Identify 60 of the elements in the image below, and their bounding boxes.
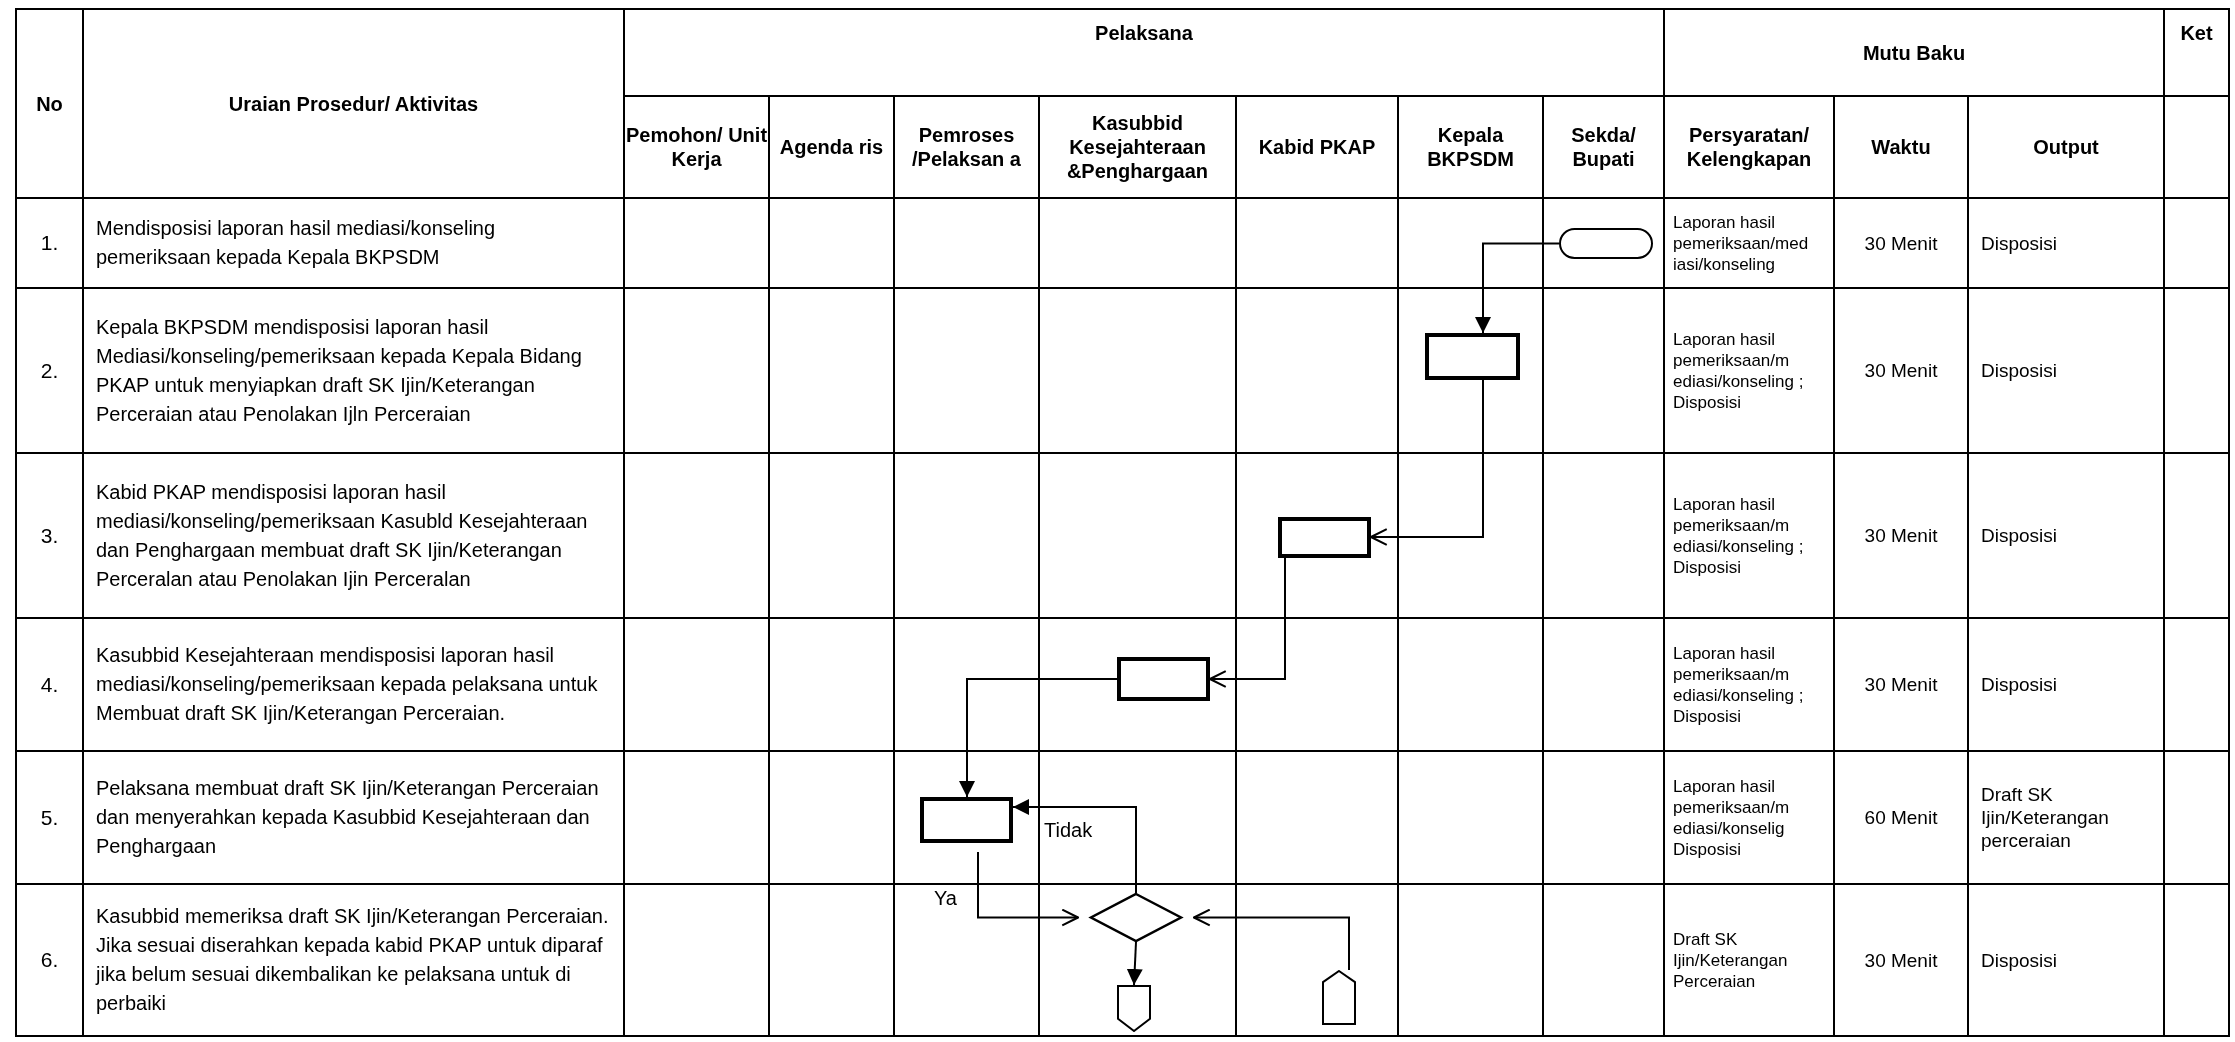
column-header: No xyxy=(36,91,63,116)
step-description: Kabid PKAP mendisposisi laporan hasil mediasi/konseling/pemeriksaan Kasubld Kesejahteraan dan Penghargaan membuat draft SK Ijin/Keterangan Perceralan atau Penolakan Ijin Perceralan xyxy=(96,479,589,592)
column-header: Pemroses /Pelaksan a xyxy=(911,123,1022,171)
step-number: 2. xyxy=(40,357,59,384)
terminator-shape xyxy=(1559,228,1653,259)
column-header: Output xyxy=(2033,135,2099,159)
duration-text: 30 Menit xyxy=(1864,673,1938,696)
column-header: Sekda/ Bupati xyxy=(1570,123,1637,171)
duration-text: 30 Menit xyxy=(1864,359,1938,382)
requirement-text: Laporan hasil pemeriksaan/m ediasi/konseling ; Disposisi xyxy=(1673,493,1805,578)
arrow xyxy=(959,678,1118,798)
step-number: 3. xyxy=(40,522,59,549)
offpage-connector xyxy=(1322,970,1356,1025)
requirement-text: Laporan hasil pemeriksaan/m ediasi/konselig Disposisi xyxy=(1673,775,1791,860)
duration-text: 30 Menit xyxy=(1864,231,1938,255)
duration-text: 60 Menit xyxy=(1864,806,1938,829)
column-header: Mutu Baku xyxy=(1862,40,1966,65)
decision-diamond xyxy=(1090,893,1182,942)
column-header: Pemohon/ Unit Kerja xyxy=(625,123,768,171)
arrow xyxy=(977,851,1079,927)
output-text: Disposisi xyxy=(1981,673,2058,696)
column-header: Pelaksana xyxy=(1095,21,1193,46)
output-text: Draft SK Ijin/Keterangan perceraian xyxy=(1981,783,2110,852)
column-header: Kepala BKPSDM xyxy=(1426,123,1515,171)
output-text: Disposisi xyxy=(1981,524,2058,547)
step-description: Mendisposisi laporan hasil mediasi/konseling pemeriksaan kepada Kepala BKPSDM xyxy=(96,216,497,270)
requirement-text: Laporan hasil pemeriksaan/med iasi/konseling xyxy=(1673,211,1810,275)
arrow xyxy=(1209,557,1286,688)
arrow xyxy=(1193,908,1350,971)
column-header: Agenda ris xyxy=(779,135,884,159)
arrow xyxy=(1475,242,1560,334)
duration-text: 30 Menit xyxy=(1864,524,1938,547)
arrow xyxy=(1012,799,1137,894)
step-number: 4. xyxy=(40,671,59,698)
column-header: Kasubbid Kesejahteraan &Penghargaan xyxy=(1065,111,1210,183)
output-text: Disposisi xyxy=(1981,948,2058,972)
column-header: Kabid PKAP xyxy=(1258,135,1376,159)
column-header: Uraian Prosedur/ Aktivitas xyxy=(228,91,479,116)
step-number: 6. xyxy=(40,947,59,974)
arrow xyxy=(1370,379,1484,546)
step-description: Kasubbid Kesejahteraan mendisposisi laporan hasil mediasi/konseling/pemeriksaan kepada pelaksana untuk Membuat draft SK Ijin/Keterangan Perceraian. xyxy=(96,643,599,726)
output-text: Disposisi xyxy=(1981,359,2058,382)
output-text: Disposisi xyxy=(1981,231,2058,255)
column-header: Waktu xyxy=(1871,135,1931,159)
process-box xyxy=(1278,517,1371,558)
step-number: 1. xyxy=(40,230,59,257)
requirement-text: Draft SK Ijin/Keterangan Perceraian xyxy=(1673,928,1789,992)
step-description: Kepala BKPSDM mendisposisi laporan hasil Mediasi/konseling/pemeriksaan kepada Kepala Bidang PKAP untuk menyiapkan draft SK Ijin/Keterangan Perceraian atau Penolakan Ijln Perceraian xyxy=(96,314,583,427)
arrow xyxy=(1126,941,1143,986)
process-box xyxy=(1117,657,1210,701)
process-box xyxy=(920,797,1013,843)
step-description: Pelaksana membuat draft SK Ijin/Keterangan Perceraian dan menyerahkan kepada Kasubbid Kesejahteraan dan Penghargaan xyxy=(96,776,600,859)
process-box xyxy=(1425,333,1520,380)
requirement-text: Laporan hasil pemeriksaan/m ediasi/konseling ; Disposisi xyxy=(1673,328,1805,413)
duration-text: 30 Menit xyxy=(1864,948,1938,972)
column-header: Ket xyxy=(2180,21,2213,46)
step-description: Kasubbid memeriksa draft SK Ijin/Keterangan Perceraian. Jika sesuai diserahkan kepada kabid PKAP untuk diparaf jika belum sesuai dikembalikan ke pelaksana untuk di perbaiki xyxy=(96,904,610,1016)
step-number: 5. xyxy=(40,804,59,831)
requirement-text: Laporan hasil pemeriksaan/m ediasi/konseling ; Disposisi xyxy=(1673,642,1805,727)
column-header: Persyaratan/ Kelengkapan xyxy=(1685,123,1813,171)
